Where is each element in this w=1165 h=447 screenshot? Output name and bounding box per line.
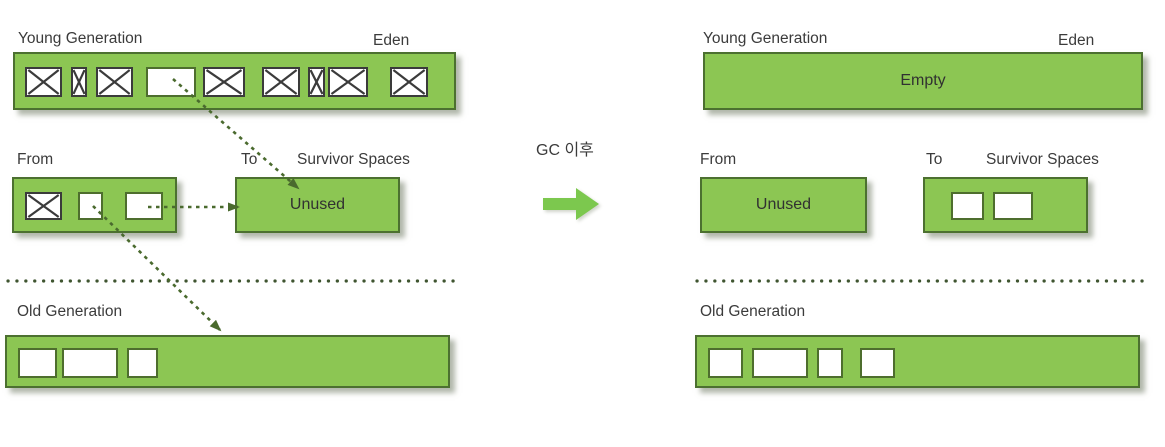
eden-label: Eden [373, 32, 410, 49]
from-label: From [17, 151, 54, 168]
x-mark-icon [310, 69, 323, 95]
from-survivor-space [12, 177, 177, 233]
old-generation-label: Old Generation [17, 303, 123, 320]
dead-object-box [25, 192, 62, 220]
object-box [125, 192, 163, 220]
eden-space [13, 52, 456, 110]
eden-empty-text: Empty [900, 72, 946, 89]
object-box [78, 192, 103, 220]
from-survivor-space: Unused [700, 177, 867, 233]
old-generation-space [5, 335, 450, 388]
object-box [752, 348, 808, 378]
to-space-text: Unused [289, 196, 346, 213]
object-box [62, 348, 118, 378]
survivor-spaces-label: Survivor Spaces [986, 151, 1099, 168]
young-generation-label: Young Generation [703, 30, 828, 47]
dead-object-box [328, 67, 368, 97]
dead-object-box [96, 67, 133, 97]
to-survivor-space: Unused [235, 177, 400, 233]
x-mark-icon [205, 69, 243, 95]
to-label: To [241, 151, 258, 168]
from-label: From [700, 151, 737, 168]
object-box [127, 348, 158, 378]
transition-arrow-icon [543, 188, 599, 220]
x-mark-icon [73, 69, 85, 95]
old-generation-space [695, 335, 1140, 388]
object-box [817, 348, 843, 378]
dead-object-box [262, 67, 300, 97]
x-mark-icon [264, 69, 298, 95]
x-mark-icon [27, 69, 60, 95]
x-mark-icon [392, 69, 426, 95]
to-label: To [926, 151, 943, 168]
eden-space: Empty [703, 52, 1143, 110]
dead-object-box [71, 67, 87, 97]
x-mark-icon [27, 194, 60, 218]
object-box [860, 348, 895, 378]
survivor-spaces-label: Survivor Spaces [297, 151, 410, 168]
object-box [18, 348, 57, 378]
dead-object-box [203, 67, 245, 97]
old-generation-label: Old Generation [700, 303, 806, 320]
eden-label: Eden [1058, 32, 1095, 49]
x-mark-icon [98, 69, 131, 95]
to-survivor-space [923, 177, 1088, 233]
dead-object-box [25, 67, 62, 97]
object-box [993, 192, 1033, 220]
object-box [146, 67, 196, 97]
x-mark-icon [330, 69, 366, 95]
gc-after-label: GC 이후 [536, 142, 594, 159]
dead-object-box [308, 67, 325, 97]
object-box [708, 348, 743, 378]
dead-object-box [390, 67, 428, 97]
from-space-text: Unused [755, 196, 812, 213]
young-generation-label: Young Generation [18, 30, 143, 47]
object-box [951, 192, 984, 220]
